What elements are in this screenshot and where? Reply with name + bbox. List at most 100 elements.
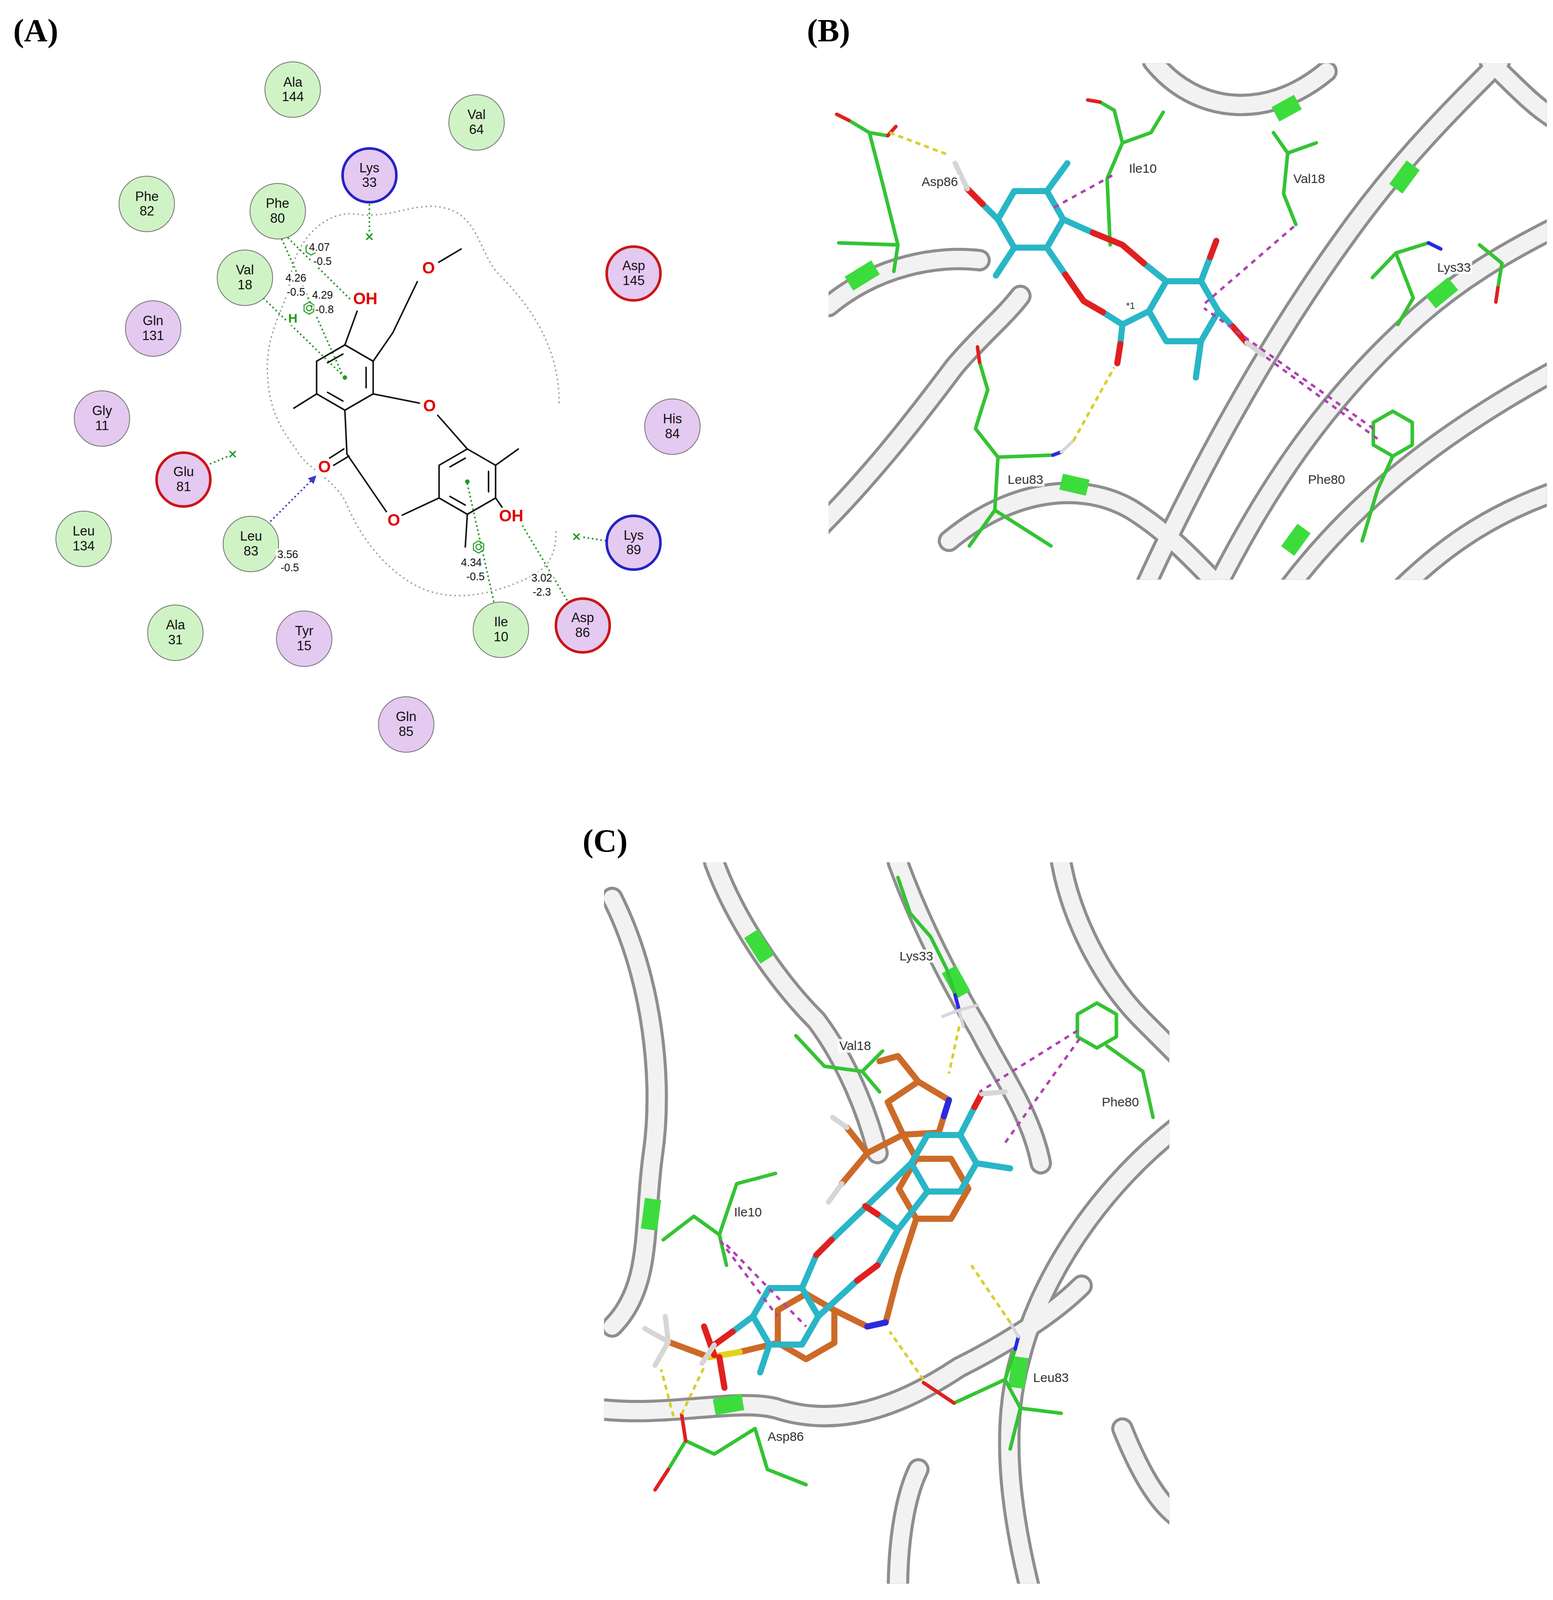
ribbon-highlight	[849, 267, 876, 284]
hydrogen-stick	[942, 1005, 1019, 1337]
residue-label: Asp86	[766, 1430, 806, 1444]
residue-name: Leu 83	[239, 529, 262, 559]
ribbon-edge	[1214, 224, 1548, 580]
nitrogen-stick	[1428, 242, 1441, 249]
residue-stick	[663, 877, 1154, 1485]
oxygen-stick	[654, 1382, 954, 1490]
residue-circle: Phe 82	[118, 175, 176, 233]
oxygen-stick	[1087, 99, 1100, 102]
ligand-bond	[344, 311, 358, 345]
ligand-oxygen	[1209, 240, 1216, 257]
ligand-bond	[465, 514, 468, 547]
ribbon	[828, 296, 1021, 531]
ribbon-highlight	[648, 933, 1021, 1408]
residue-stick	[898, 877, 956, 995]
ribbon-edge	[612, 898, 657, 1327]
pose-overlay	[604, 862, 1170, 1584]
ligand-bond	[439, 448, 496, 515]
oxygen-stick	[923, 1382, 954, 1404]
residue-circle: Asp 86	[554, 596, 612, 655]
hydrogen-stick	[1061, 440, 1074, 452]
ribbon	[1397, 489, 1547, 580]
hydrophobic-contact	[1204, 308, 1374, 429]
distance-label: -2.3	[531, 586, 553, 598]
residue-name: Gln 131	[142, 313, 165, 344]
residue-disc	[217, 250, 273, 306]
residue-stick	[1077, 1003, 1117, 1048]
residue-disc	[223, 516, 279, 572]
arene-icon	[473, 540, 484, 554]
residue-stick	[849, 120, 888, 136]
residue-name: Ala 31	[165, 617, 186, 648]
reference-oxygen	[719, 1357, 725, 1388]
hydrogen-stick	[942, 1005, 978, 1027]
ligand-hydrogen	[644, 1316, 669, 1366]
atom-index-label: *1	[1124, 301, 1137, 312]
ribbon-edge	[828, 63, 1548, 580]
reference-ligand	[668, 1341, 778, 1358]
ribbon	[1152, 63, 1327, 105]
interaction-line	[281, 238, 343, 376]
ligand-bond	[437, 415, 468, 449]
contact-cross	[573, 533, 580, 540]
ligand-bond	[329, 448, 349, 466]
hydrophobic-contact	[979, 1030, 1078, 1092]
ribbon-edge	[1152, 63, 1327, 105]
residue-name: Leu 134	[72, 523, 95, 554]
ribbon	[714, 862, 878, 1154]
residue-disc	[276, 610, 332, 667]
ligand-bond	[401, 497, 440, 516]
residue-disc	[644, 398, 701, 455]
hbond-arrow	[267, 476, 316, 525]
hbond	[971, 1265, 1011, 1323]
ligand-bond	[293, 393, 317, 408]
ligand-oxygen	[816, 1239, 832, 1256]
distance-label: 3.02	[530, 572, 554, 584]
ribbon	[604, 1285, 1082, 1417]
ligand-oxygen	[967, 188, 983, 204]
oxygen-stick	[836, 99, 1498, 363]
ribbon	[1122, 1428, 1170, 1521]
reference-ligand	[834, 1218, 917, 1327]
ligand-bond	[495, 448, 519, 466]
ligand-bond	[316, 344, 373, 411]
ribbon-edge	[1009, 1122, 1170, 1584]
ribbon-edge	[1397, 489, 1547, 580]
residue-label: Lys33	[898, 949, 935, 963]
residue-disc	[606, 515, 661, 570]
oxygen-stick	[977, 346, 980, 363]
residue-stick	[838, 101, 1503, 546]
ligand-stick	[753, 1288, 819, 1345]
arene-icon	[306, 305, 312, 311]
residue-stick	[838, 132, 899, 272]
residue-disc	[555, 598, 610, 653]
ribbon	[898, 1469, 919, 1584]
ribbon-edge	[1122, 1428, 1170, 1521]
residue-label: Phe80	[1100, 1095, 1141, 1109]
ribbon-highlight	[648, 1198, 654, 1230]
residue-stick	[668, 1428, 806, 1485]
residue-label: Asp86	[920, 174, 960, 189]
ligand-hydrogen	[955, 163, 1264, 356]
interaction-line	[368, 203, 371, 233]
residue-circle: Leu 134	[55, 510, 113, 568]
hydrophobic-contact	[1050, 175, 1378, 439]
reference-ligand	[887, 1081, 949, 1135]
pose-3d	[828, 63, 1548, 580]
residue-name: Asp 145	[622, 258, 645, 288]
interaction-map	[202, 203, 607, 605]
distance-label: 4.26	[284, 271, 308, 283]
contact-cross	[229, 233, 580, 540]
arene-icon	[304, 302, 315, 315]
atom-label: H	[287, 311, 300, 326]
interaction-line	[202, 203, 607, 605]
ligand-bond	[373, 393, 420, 404]
residue-circle: Glu 81	[154, 450, 213, 509]
distance-label: -0.5	[279, 561, 301, 573]
residue-label: Ile10	[732, 1205, 764, 1219]
residue-name: Phe 80	[265, 196, 290, 226]
interaction-line	[522, 525, 570, 605]
ligand-hydrogen	[701, 1344, 715, 1364]
